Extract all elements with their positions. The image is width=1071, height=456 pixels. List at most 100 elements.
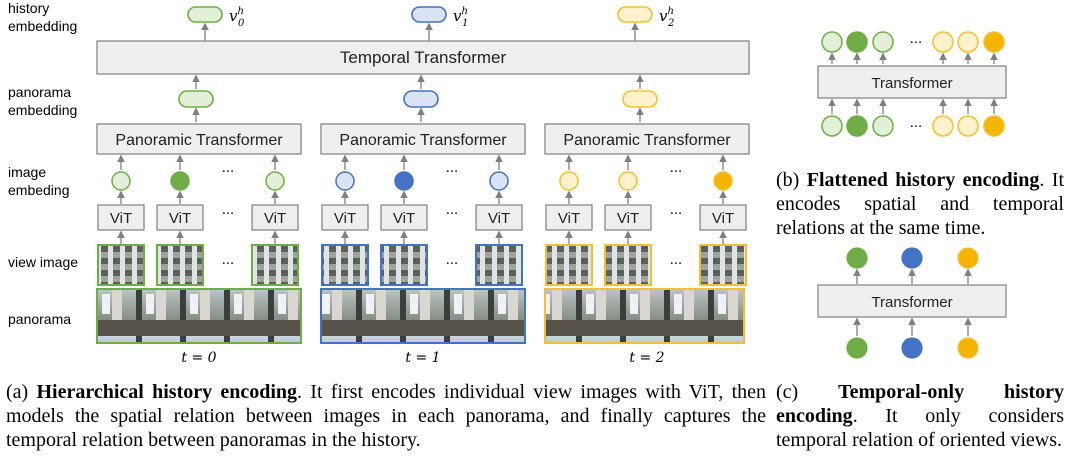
ellipsis-token-1: ··· [446,165,458,180]
caption-b-bold: Flattened history encoding [806,169,1040,191]
panoramic-transformer-label-1: Panoramic Transformer [339,132,507,149]
panorama-image-1 [320,288,526,344]
b-top-token-1 [846,31,868,53]
view-image-0-2 [251,244,299,286]
caption-b-text: . It encodes spatial and temporal relati… [776,169,1064,239]
panoramic-transformer-box-0 [96,123,302,155]
vit-label-2-0: ViT [558,210,580,227]
b-bot-token-2 [872,115,894,137]
b-top-token-3 [932,31,954,53]
vit-box-1-0 [321,204,369,231]
panel-b-output-tokens: ··· [821,31,1005,64]
b-bot-token-4 [957,115,979,137]
b-bot-token-1 [846,115,868,137]
b-top-token-2 [872,31,894,53]
caption-c-text: . It only considers temporal relation of… [776,405,1064,451]
timestep-label-1: t = 1 [405,350,440,366]
b-top-ellipsis: ··· [910,36,922,51]
vit-label-0-1: ViT [169,210,191,227]
ellipsis-vit-2: ··· [670,207,682,222]
vit-box-0-1 [156,204,204,231]
ellipsis-view-1: ··· [446,257,458,272]
temporal-transformer-label: Temporal Transformer [340,48,507,67]
panoramic-transformer-label-0: Panoramic Transformer [115,132,283,149]
b-top-token-5 [983,31,1005,53]
panel-c-transformer-label: Transformer [871,294,952,311]
ellipsis-view-0: ··· [222,257,234,272]
history-embedding-token-0 [187,6,223,23]
timestep-label-0: t = 0 [181,350,216,366]
caption-a-text: . It first encodes individual view image… [6,381,767,451]
vit-label-1-0: ViT [334,210,356,227]
panel-b-transformer-label: Transformer [871,75,952,92]
panel-c-output-tokens [846,247,979,284]
vit-box-2-1 [604,204,652,231]
caption-c: (c) Temporal-only history encoding. It o… [776,380,1064,452]
panel-b: ··· Transformer ··· [817,31,1007,137]
label-panorama: panorama [8,311,71,327]
ellipsis-view-2: ··· [670,257,682,272]
ellipsis-vit-1: ··· [446,207,458,222]
vit-label-1-2: ViT [488,210,510,227]
panel-c-output-token-1 [901,247,923,269]
ellipsis-vit-0: ··· [222,207,234,222]
ellipsis-token-2: ··· [670,165,682,180]
view-image-0-0 [97,244,145,286]
view-image-1-0 [321,244,369,286]
b-top-token-4 [957,31,979,53]
image-token-1-1 [394,171,414,191]
panel-c-transformer-box [817,284,1007,318]
vit-box-0-2 [251,204,299,231]
image-token-2-0 [559,171,579,191]
panoramic-transformer-box-1 [320,123,526,155]
b-bot-ellipsis: ··· [910,120,922,135]
panel-c-input-token-2 [957,337,979,359]
panorama-embedding-token-1 [403,90,439,108]
panel-c-output-token-2 [957,247,979,269]
panoramic-transformer-label-2: Panoramic Transformer [563,132,731,149]
caption-c-tag: (c) [776,381,799,403]
vit-box-2-2 [699,204,747,231]
panorama-image-0 [96,288,302,344]
b-bot-token-3 [932,115,954,137]
panel-c: Transformer [817,247,1007,359]
view-image-2-0 [545,244,593,286]
panel-c-input-token-1 [901,337,923,359]
history-embedding-token-2 [617,6,653,23]
image-token-2-1 [618,171,638,191]
image-token-1-0 [335,171,355,191]
vit-label-2-1: ViT [617,210,639,227]
history-embedding-token-1 [411,6,447,23]
vit-label-1-1: ViT [393,210,415,227]
b-bot-token-0 [821,115,843,137]
panorama-image-2 [544,288,745,344]
panel-c-input-tokens [846,317,979,359]
panel-b-input-tokens: ··· [821,98,1005,137]
vit-label-2-2: ViT [712,210,734,227]
view-image-2-1 [604,244,652,286]
caption-a-bold: Hierarchical history encoding [36,381,298,403]
temporal-transformer: Temporal Transformer [96,40,750,75]
b-bot-token-5 [983,115,1005,137]
caption-b: (b) Flattened history encoding. It encod… [776,168,1064,240]
vit-box-0-0 [97,204,145,231]
image-token-0-2 [265,171,285,191]
timestep-label-2: t = 2 [629,350,664,366]
vit-label-0-2: ViT [264,210,286,227]
vit-label-0-0: ViT [110,210,132,227]
image-token-0-1 [170,171,190,191]
b-top-token-0 [821,31,843,53]
view-image-0-1 [156,244,204,286]
panoramic-transformer-box-2 [544,123,750,155]
panel-c-output-token-0 [846,247,868,269]
view-image-2-2 [699,244,747,286]
